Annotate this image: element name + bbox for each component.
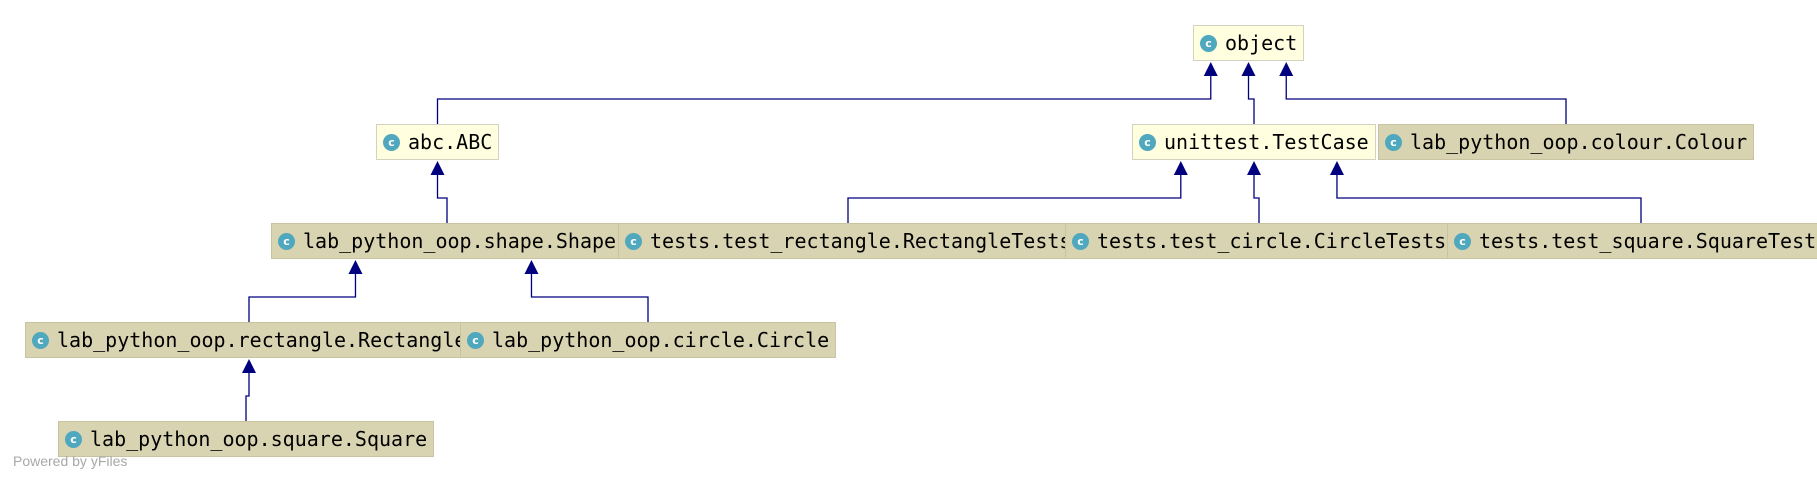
arrowhead-square_tests-to-testcase xyxy=(1329,161,1344,175)
edge-testcase-to-object xyxy=(1247,76,1255,124)
class-node-shape[interactable]: c lab_python_oop.shape.Shape xyxy=(271,223,624,259)
class-name: lab_python_oop.circle.Circle xyxy=(492,328,830,352)
class-node-square-tests[interactable]: c tests.test_square.SquareTests xyxy=(1447,223,1817,259)
edge-rectangle-to-shape xyxy=(248,274,357,322)
class-node-circle[interactable]: c lab_python_oop.circle.Circle xyxy=(460,322,837,358)
class-icon: c xyxy=(1454,232,1471,250)
class-name: lab_python_oop.rectangle.Rectangle xyxy=(57,328,467,352)
class-node-colour[interactable]: c lab_python_oop.colour.Colour xyxy=(1378,124,1755,160)
class-node-object[interactable]: c object xyxy=(1193,25,1305,61)
class-icon: c xyxy=(1385,133,1402,151)
class-node-circle-tests[interactable]: c tests.test_circle.CircleTests xyxy=(1065,223,1454,259)
class-icon: c xyxy=(1072,232,1089,250)
yfiles-watermark: Powered by yFiles xyxy=(13,453,128,469)
class-icon: c xyxy=(383,133,400,151)
class-icon: c xyxy=(278,232,295,250)
arrowhead-rectangle-to-shape xyxy=(348,260,363,274)
arrowhead-circle-to-shape xyxy=(524,260,539,274)
class-node-square[interactable]: c lab_python_oop.square.Square xyxy=(58,421,435,457)
arrowhead-colour-to-object xyxy=(1279,62,1294,76)
class-name: lab_python_oop.shape.Shape xyxy=(303,229,617,253)
class-node-unittest-testcase[interactable]: c unittest.TestCase xyxy=(1132,124,1376,160)
arrowhead-rect_tests-to-testcase xyxy=(1173,161,1188,175)
edge-square-to-rectangle xyxy=(245,373,250,421)
arrowhead-testcase-to-object xyxy=(1241,62,1256,76)
class-name: object xyxy=(1225,31,1298,55)
class-node-rectangle-tests[interactable]: c tests.test_rectangle.RectangleTests xyxy=(618,223,1079,259)
class-icon: c xyxy=(467,331,484,349)
class-icon: c xyxy=(1139,133,1156,151)
class-icon: c xyxy=(1200,34,1217,52)
edge-abc-to-object xyxy=(436,76,1212,124)
edge-square_tests-to-testcase xyxy=(1336,175,1642,223)
class-icon: c xyxy=(625,232,642,250)
edge-colour-to-object xyxy=(1285,76,1567,124)
edge-circle_tests-to-testcase xyxy=(1253,175,1260,223)
arrowhead-square-to-rectangle xyxy=(242,359,256,373)
class-name: unittest.TestCase xyxy=(1164,130,1369,154)
class-name: tests.test_square.SquareTests xyxy=(1479,229,1817,253)
class-icon: c xyxy=(65,430,82,448)
arrowhead-circle_tests-to-testcase xyxy=(1247,161,1261,175)
edge-shape-to-abc xyxy=(436,175,448,223)
arrowhead-abc-to-object xyxy=(1203,62,1218,76)
arrowhead-shape-to-abc xyxy=(430,161,445,175)
class-node-rectangle[interactable]: c lab_python_oop.rectangle.Rectangle xyxy=(25,322,474,358)
class-icon: c xyxy=(32,331,49,349)
edge-rect_tests-to-testcase xyxy=(847,175,1182,223)
edge-circle-to-shape xyxy=(530,274,649,322)
class-name: tests.test_rectangle.RectangleTests xyxy=(650,229,1072,253)
class-name: abc.ABC xyxy=(408,130,493,154)
class-name: tests.test_circle.CircleTests xyxy=(1097,229,1447,253)
class-node-abc-abc[interactable]: c abc.ABC xyxy=(376,124,500,160)
class-name: lab_python_oop.square.Square xyxy=(90,427,428,451)
class-name: lab_python_oop.colour.Colour xyxy=(1410,130,1748,154)
